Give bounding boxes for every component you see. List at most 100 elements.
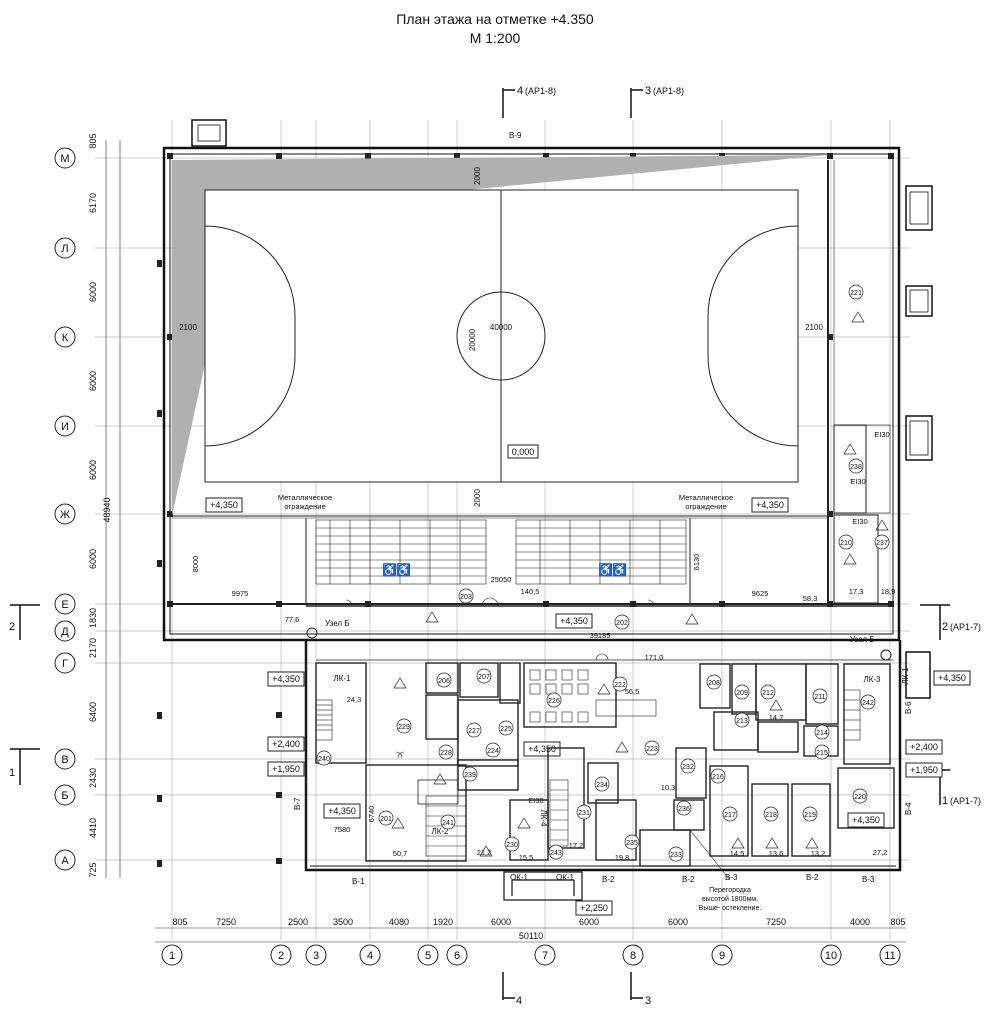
partition-note-1: Перегородка	[709, 887, 751, 894]
dim-56-5: 56,5	[625, 687, 640, 696]
svg-text:Д: Д	[61, 626, 69, 638]
court-dims: 40000 20000 2100 2100 2000 2000	[179, 167, 823, 507]
svg-text:201: 201	[380, 816, 392, 823]
room-232: 232	[680, 758, 696, 774]
room-227: 227	[466, 722, 482, 738]
row-dim-7: 2170	[88, 638, 98, 658]
dim-25050: 25050	[491, 575, 512, 584]
node-notes: Узел Б Узел Б	[325, 619, 875, 644]
svg-text:10: 10	[825, 950, 837, 962]
col-bubble-5: 5	[417, 944, 439, 966]
col-bubble-6: 6	[446, 944, 468, 966]
row-dim-3: 6000	[88, 371, 98, 391]
wall-label-В2c: В-2	[806, 873, 819, 882]
room-215: 215	[814, 744, 830, 760]
svg-text:+4,350: +4,350	[210, 500, 238, 510]
svg-text:11: 11	[884, 950, 895, 962]
wheelchair-icon: ♿	[598, 563, 613, 577]
row-bubble-Б: Б	[54, 784, 76, 806]
dim-140-5: 140,5	[521, 587, 540, 596]
col-dim-6: 6000	[491, 917, 511, 927]
court-mark: 0,000	[507, 444, 539, 459]
room-219: 219	[802, 806, 818, 822]
section-4-top: 4	[517, 85, 523, 97]
svg-text:3: 3	[313, 950, 319, 962]
col-dim-total: 50110	[519, 931, 543, 941]
svg-text:+4,350: +4,350	[272, 674, 300, 684]
court-bottom-dim: 2000	[473, 489, 482, 507]
svg-text:И: И	[61, 421, 69, 433]
svg-text:235: 235	[626, 840, 638, 847]
svg-text:9: 9	[719, 950, 725, 962]
level-tag: +4,350	[555, 613, 593, 629]
row-dim-total: 48940	[102, 497, 112, 522]
row-dimension-texts: 805 6170 6000 6000 6000 6000 1830 2170 6…	[88, 133, 112, 877]
wall-label-В4: В-4	[904, 802, 913, 815]
level-tag: +4,350	[751, 497, 789, 513]
svg-text:211: 211	[814, 694, 825, 701]
window-label-ОК1-left: ОК-1	[510, 873, 529, 882]
row-bubble-Д: Д	[54, 620, 76, 642]
wall-label-В3a: В-3	[725, 873, 738, 882]
room-208: 208	[706, 674, 722, 690]
room-225: 225	[498, 720, 514, 736]
level-tag: +4,350	[847, 812, 885, 828]
room-bubbles: 201 202 203 206 207 208 209 210 211 212 …	[316, 284, 890, 862]
svg-text:5: 5	[425, 950, 431, 962]
room-207: 207	[476, 668, 492, 684]
col-dim-10: 4000	[850, 917, 870, 927]
dimension-lines	[105, 140, 906, 943]
svg-text:+4,350: +4,350	[560, 616, 588, 626]
window-labels: ОК-1 ОК-1	[510, 873, 575, 882]
dim-6740: 6740	[367, 806, 376, 823]
window-label-ОК1-right: ОК-1	[556, 873, 575, 882]
svg-text:В: В	[61, 754, 68, 766]
svg-text:220: 220	[854, 794, 866, 801]
svg-text:234: 234	[596, 782, 608, 789]
svg-text:+4,350: +4,350	[528, 744, 556, 754]
svg-text:206: 206	[438, 678, 450, 685]
section-2-right-ref: (АР1-7)	[950, 622, 981, 632]
svg-text:208: 208	[708, 680, 720, 687]
dim-15-5: 15,5	[519, 853, 534, 862]
stair-label-ЛК3: ЛК-3	[863, 675, 881, 684]
level-tag: +4,350	[267, 671, 305, 687]
section-4-bottom: 4	[516, 995, 522, 1007]
row-bubble-М: М	[54, 147, 76, 169]
dim-13-6: 13,6	[769, 849, 784, 858]
svg-text:241: 241	[442, 820, 454, 827]
wall-label-В2a: В-2	[602, 875, 615, 884]
dim-9625: 9625	[752, 589, 769, 598]
dim-9975: 9975	[232, 589, 249, 598]
svg-text:227: 227	[468, 728, 480, 735]
room-221: 221	[848, 284, 864, 300]
room-229: 229	[396, 718, 412, 734]
section-3-top: 3	[645, 85, 651, 97]
level-tag: +4,350	[323, 803, 361, 819]
fence-note-right-1: Металлическое	[679, 493, 733, 502]
row-dim-0: 805	[88, 133, 98, 148]
svg-text:214: 214	[816, 730, 828, 737]
row-dim-5: 6000	[88, 549, 98, 569]
svg-text:231: 231	[578, 810, 590, 817]
stairs	[315, 689, 861, 857]
section-3-bottom: 3	[645, 995, 651, 1007]
col-bubble-10: 10	[820, 944, 842, 966]
section-1-right: 1	[942, 795, 948, 807]
col-dimension-texts: 805 7250 2500 3500 4080 1920 6000 6000 6…	[172, 917, 905, 941]
room-202: 202	[614, 614, 630, 630]
svg-text:6: 6	[454, 950, 460, 962]
svg-text:223: 223	[646, 746, 658, 753]
row-dim-10: 4410	[88, 818, 98, 838]
svg-text:4: 4	[367, 950, 373, 962]
fire-ei30-1: EI30	[874, 430, 889, 439]
svg-text:+1,950: +1,950	[910, 765, 938, 775]
level-tag: +2,400	[267, 736, 305, 752]
room-239: 239	[462, 766, 478, 782]
svg-text:+2,400: +2,400	[272, 739, 300, 749]
svg-text:237: 237	[876, 540, 888, 547]
svg-text:216: 216	[712, 774, 724, 781]
stair-label-ЛК1-ext: ЛК-1	[901, 667, 910, 685]
room-241: 241	[440, 814, 456, 830]
dim-10-3: 10,3	[661, 783, 676, 792]
